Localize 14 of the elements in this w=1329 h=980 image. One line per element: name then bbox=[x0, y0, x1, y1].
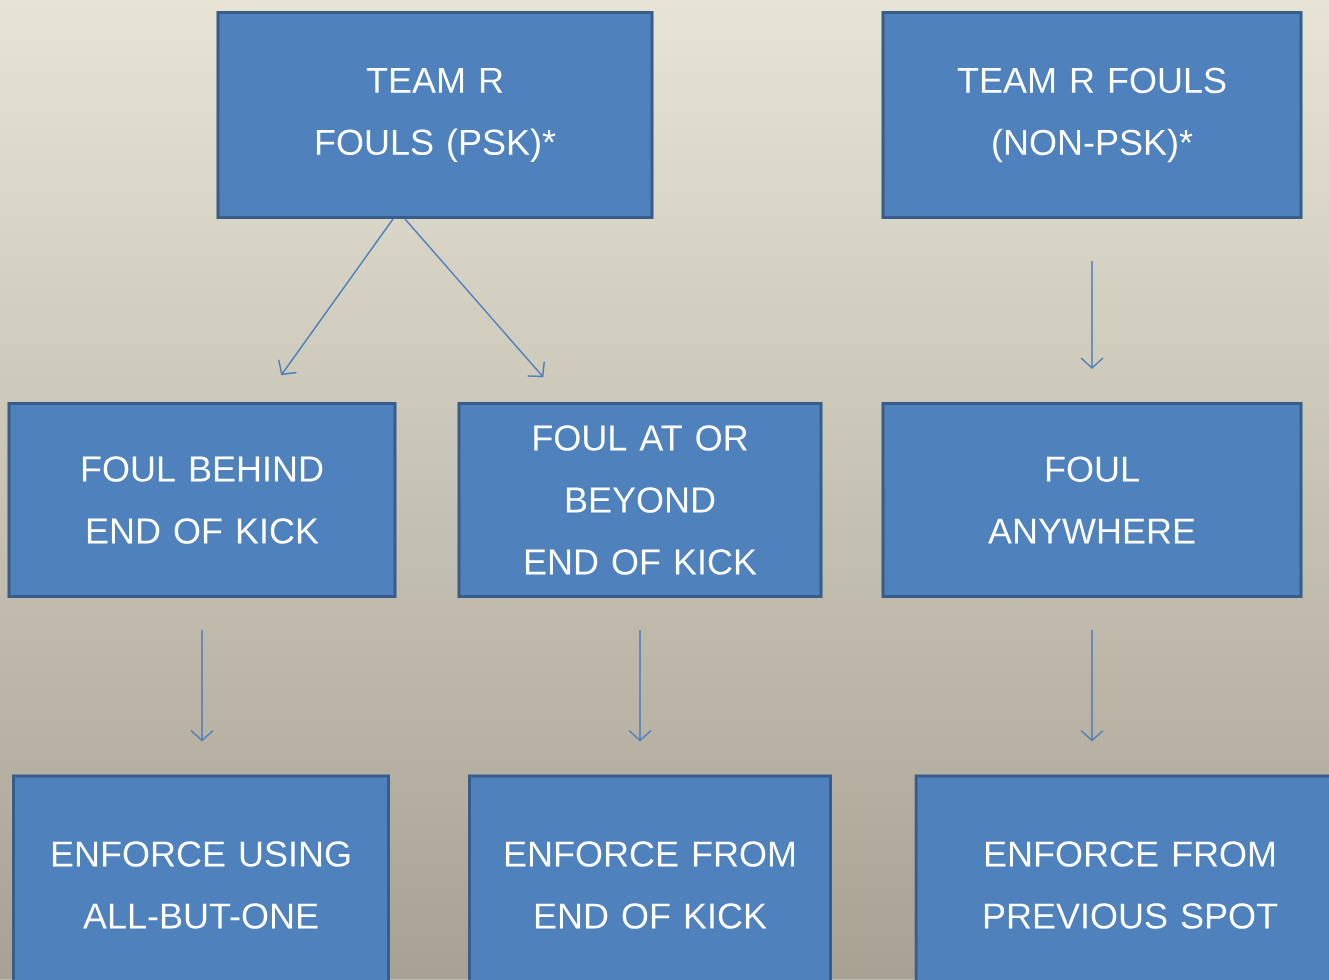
process-box: FOUL AT OR BEYOND END OF KICK bbox=[457, 402, 823, 598]
process-box: ENFORCE USING ALL-BUT-ONE bbox=[12, 774, 390, 980]
arrow bbox=[1080, 629, 1104, 742]
process-box: ENFORCE FROM END OF KICK bbox=[468, 774, 832, 980]
process-box: ENFORCE FROM PREVIOUS SPOT bbox=[914, 774, 1329, 980]
arrow bbox=[404, 218, 546, 378]
process-box: FOUL BEHIND END OF KICK bbox=[7, 402, 397, 598]
arrow bbox=[190, 629, 214, 742]
process-box: TEAM R FOULS (PSK)* bbox=[216, 11, 654, 219]
process-box: FOUL ANYWHERE bbox=[881, 402, 1303, 598]
arrow bbox=[277, 218, 394, 376]
arrow bbox=[628, 629, 652, 742]
arrow bbox=[1080, 260, 1104, 369]
process-box: TEAM R FOULS (NON-PSK)* bbox=[881, 11, 1303, 219]
